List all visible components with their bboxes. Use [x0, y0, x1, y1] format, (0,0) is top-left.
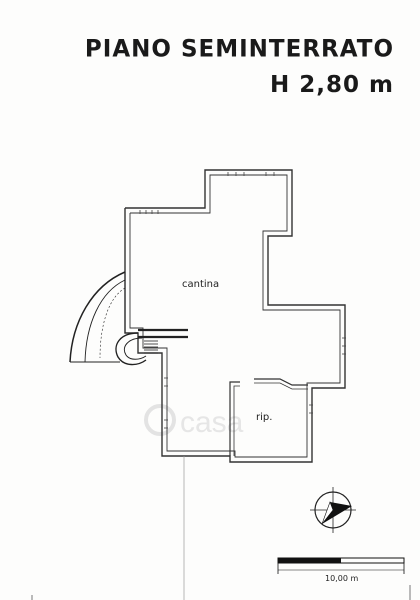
window-marks — [139, 172, 346, 429]
watermark-text: casa — [180, 406, 244, 439]
scale-label: 10,00 m — [325, 574, 358, 583]
ceiling-height: H 2,80 m — [270, 72, 394, 98]
room-label-cantina: cantina — [182, 279, 219, 290]
north-arrow-icon — [310, 487, 356, 533]
scale-bar: 10,00 m — [277, 557, 405, 583]
crop-marks — [31, 585, 411, 600]
outer-wall — [124, 169, 346, 463]
external-ramp — [69, 271, 126, 363]
storage-partition — [229, 378, 308, 456]
staircase — [115, 328, 188, 366]
plan-title: PIANO SEMINTERRATO — [84, 35, 394, 63]
room-label-rip: rip. — [256, 412, 272, 423]
watermark: casa — [144, 404, 244, 439]
